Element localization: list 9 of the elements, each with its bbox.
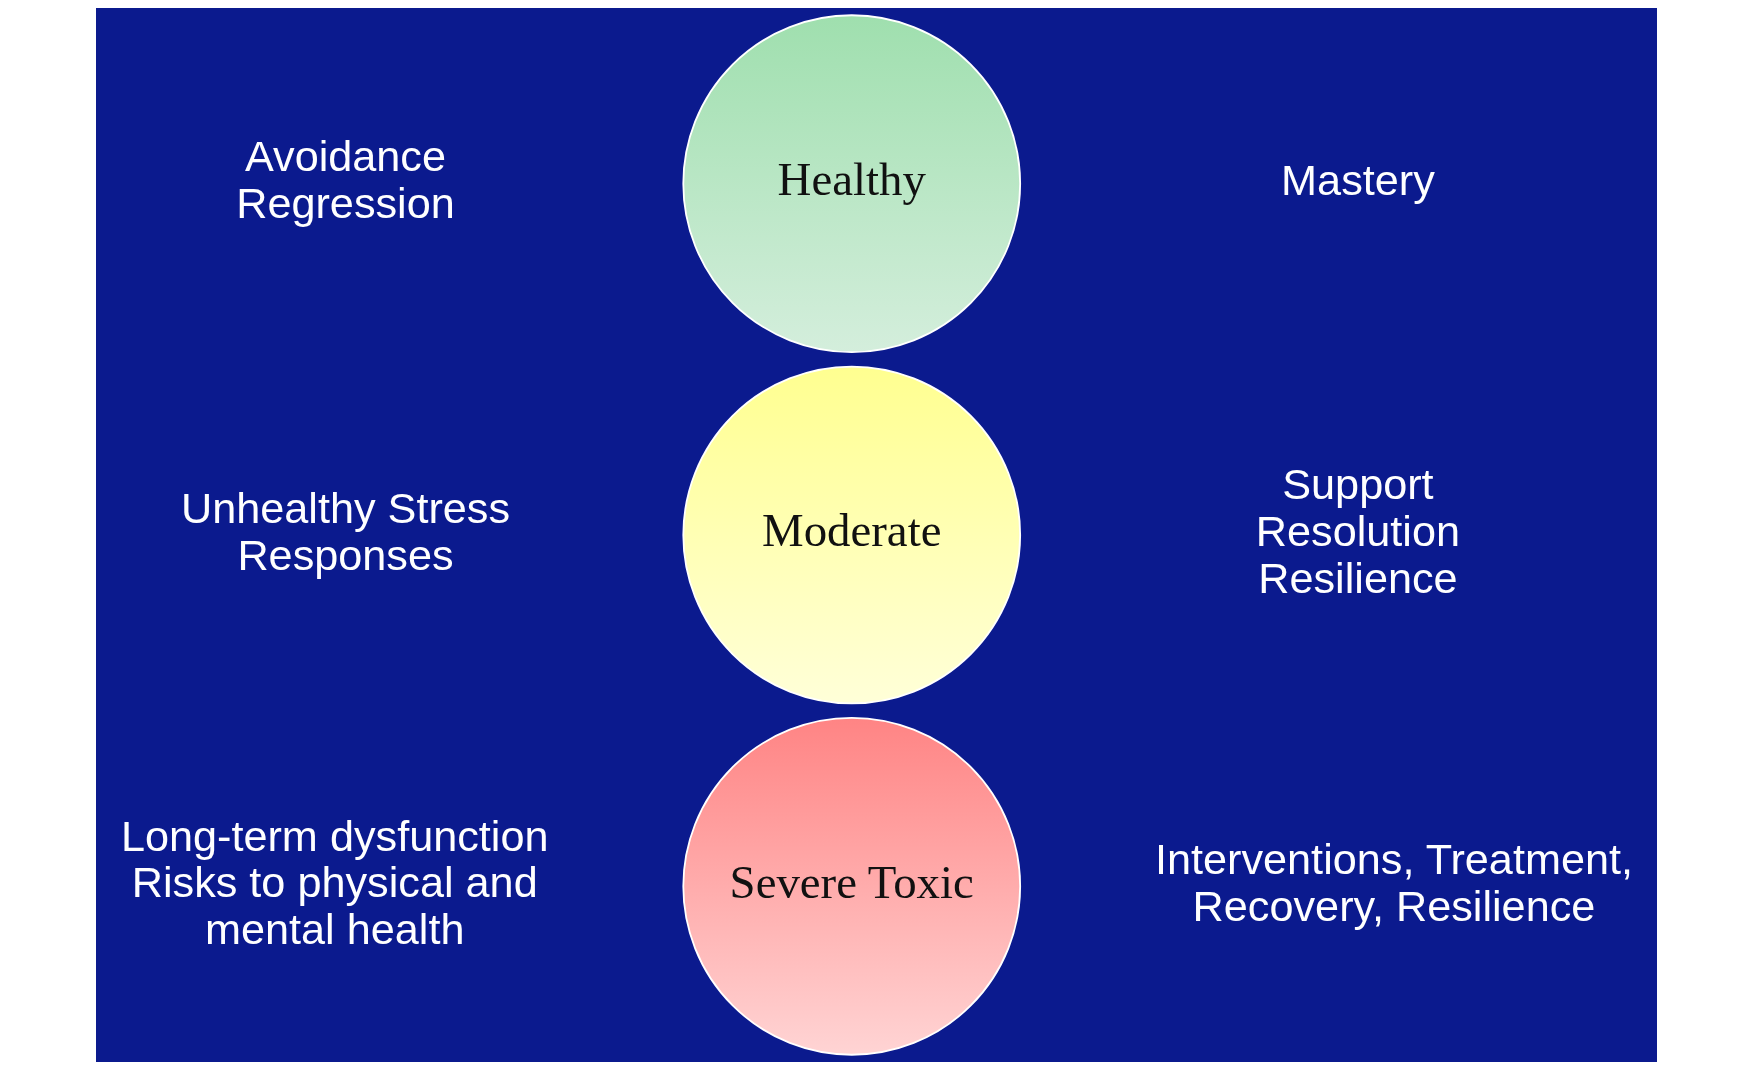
node-circle: Moderate <box>681 365 1021 705</box>
label: Unhealthy Stress Responses <box>180 483 510 579</box>
node-circle: Severe Toxic <box>681 716 1021 1056</box>
label: Mastery <box>1280 155 1435 204</box>
label: Interventions, Treatment, Recovery, Resilience <box>1154 835 1633 930</box>
label: Support Resolution Resilience <box>1255 460 1460 603</box>
label: Avoidance Regression <box>235 132 455 228</box>
label: Long-term dysfunction Risks to physical and mental health <box>120 811 548 954</box>
node-circle: Healthy <box>681 14 1021 354</box>
